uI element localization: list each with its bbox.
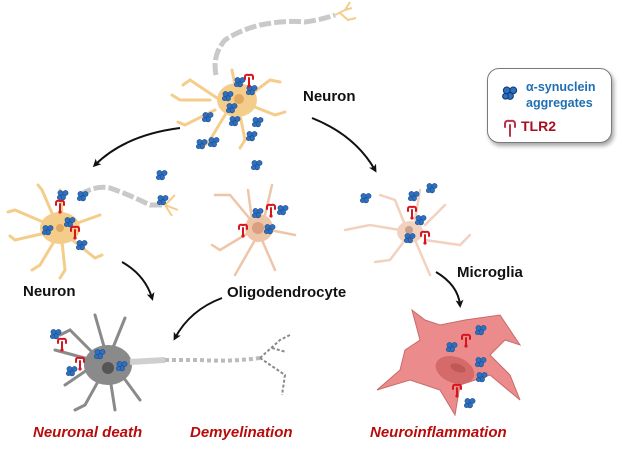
arrow-to-neuronal-death (121, 261, 155, 301)
tlr2-icon (504, 119, 516, 137)
arrow-to-left-neuron (92, 127, 181, 168)
activated-microglia (376, 308, 522, 417)
arrow-to-neuroinflammation (435, 271, 464, 308)
arrow-to-microglia (311, 117, 377, 173)
top-neuron (170, 1, 357, 150)
microglia-label: Microglia (457, 264, 523, 281)
dying-neuron (49, 313, 291, 412)
oligodendrocyte-label: Oligodendrocyte (227, 284, 347, 301)
left-neuron-label: Neuron (23, 283, 76, 300)
left-neuron (6, 170, 179, 280)
myelinated-axon (212, 12, 336, 76)
arrow-to-demyelination (173, 297, 223, 341)
outcome-demyelination: Demyelination (190, 424, 293, 441)
outcome-neuronal-death: Neuronal death (33, 424, 143, 441)
aggregate-icon (502, 86, 518, 100)
aggregates-legend-label: α-synuclein aggregates (526, 79, 596, 111)
outcome-neuroinflammation: Neuroinflammation (370, 424, 507, 441)
microglia (343, 183, 472, 277)
oligodendrocyte (210, 160, 297, 277)
top-neuron-label: Neuron (303, 88, 356, 105)
legend: α-synuclein aggregates TLR2 (487, 68, 612, 143)
tlr2-legend-label: TLR2 (521, 118, 556, 134)
aggregates-label-line2: aggregates (526, 96, 593, 110)
aggregates-label-line1: α-synuclein (526, 80, 596, 94)
